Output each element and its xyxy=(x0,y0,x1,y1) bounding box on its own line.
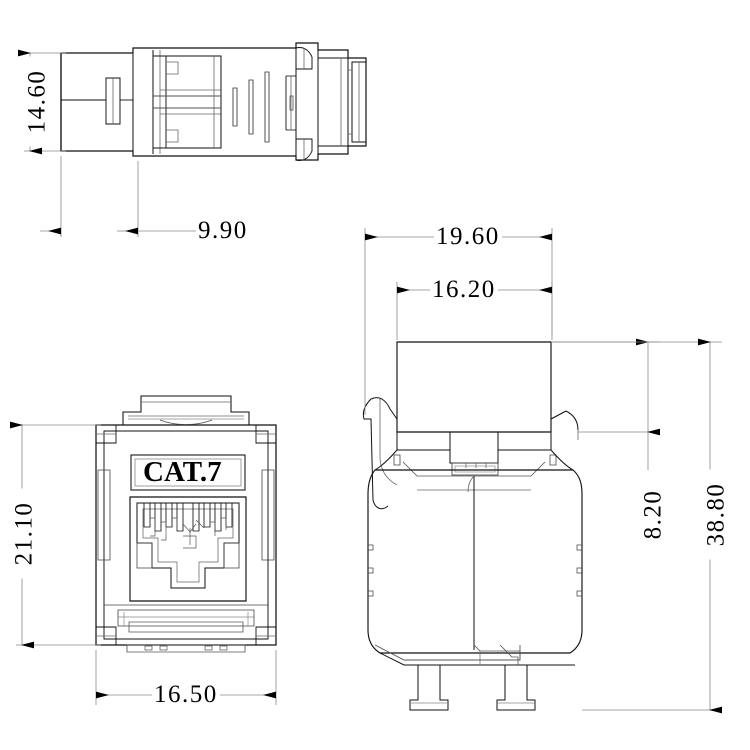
dimension-14-60: 14.60 xyxy=(24,56,51,147)
part-label-cat7: CAT.7 xyxy=(143,456,222,488)
view-top xyxy=(60,42,367,161)
dimension-16-20: 16.20 xyxy=(430,276,498,303)
dimension-21-10: 21.10 xyxy=(11,488,38,579)
dimension-8-20: 8.20 xyxy=(640,474,667,555)
view-front xyxy=(95,395,277,653)
dim-group-side-view xyxy=(364,228,722,714)
dimension-19-60: 19.60 xyxy=(434,223,502,250)
dimension-38-80: 38.80 xyxy=(703,469,730,560)
dimension-9-90: 9.90 xyxy=(196,217,250,244)
dimension-16-50: 16.50 xyxy=(152,681,220,708)
view-side xyxy=(362,341,583,711)
